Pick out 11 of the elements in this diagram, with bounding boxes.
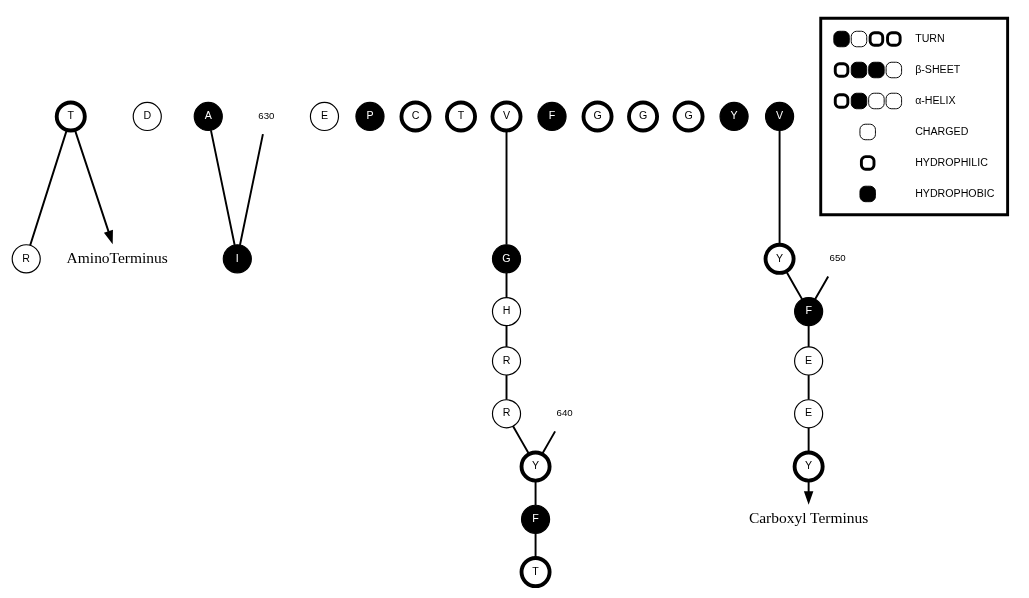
node-text: 640 bbox=[556, 406, 573, 418]
legend-label: HYDROPHILIC bbox=[915, 155, 988, 168]
legend-label: α-HELIX bbox=[915, 93, 956, 106]
legend-label: β-SHEET bbox=[915, 62, 961, 75]
node-text: Carboxyl Terminus bbox=[748, 508, 869, 526]
legend-label: CHARGED bbox=[915, 124, 969, 137]
node-text: 630 bbox=[258, 109, 275, 121]
node-text: 650 bbox=[829, 251, 846, 263]
legend-label: HYDROPHOBIC bbox=[915, 186, 995, 199]
legend-label: TURN bbox=[915, 31, 945, 44]
node-text: AminoTerminus bbox=[66, 248, 168, 266]
